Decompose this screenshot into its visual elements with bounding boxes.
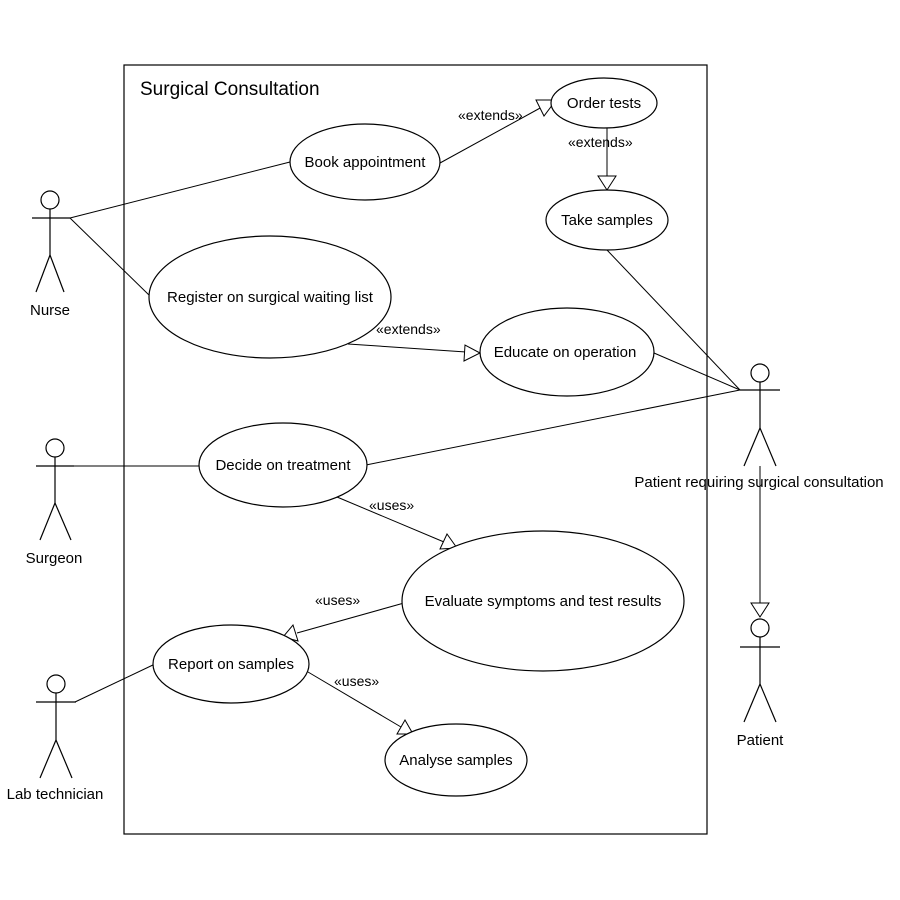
stereotype-extends-book-order: «extends» <box>458 107 523 123</box>
assoc-patient-take <box>606 249 741 391</box>
stick-figure-icon <box>36 674 76 779</box>
stick-figure-icon <box>740 363 780 467</box>
generalization-arrowhead <box>750 602 770 618</box>
use-case-label: Decide on treatment <box>215 457 351 474</box>
extends-book-order-line <box>439 106 543 164</box>
assoc-lab-report <box>74 663 156 703</box>
assoc-patient-educate <box>653 352 741 391</box>
actor-patient[interactable]: Patient <box>737 618 785 749</box>
use-case-book-appointment[interactable]: Book appointment <box>289 123 441 201</box>
use-case-label: Register on surgical waiting list <box>167 289 374 306</box>
assoc-nurse-book <box>69 161 291 219</box>
use-case-label: Report on samples <box>168 656 294 673</box>
extends-register-educate-arrowhead <box>463 344 482 362</box>
uses-decide-evaluate-line <box>336 496 445 543</box>
assoc-nurse-register <box>69 217 151 297</box>
actor-patient-requiring-consultation[interactable]: Patient requiring surgical consultation <box>634 363 884 491</box>
extends-order-take-arrowhead <box>597 175 617 191</box>
actor-nurse[interactable]: Nurse <box>30 190 70 319</box>
use-case-analyse-samples[interactable]: Analyse samples <box>384 723 528 797</box>
use-case-label: Book appointment <box>305 154 427 171</box>
use-case-take-samples[interactable]: Take samples <box>545 189 669 251</box>
use-case-evaluate-symptoms[interactable]: Evaluate symptoms and test results <box>401 530 685 672</box>
extends-register-educate-line <box>347 343 467 353</box>
uses-report-analyse-line <box>307 671 402 728</box>
actor-lab-technician[interactable]: Lab technician <box>7 674 104 803</box>
stereotype-uses-report-analyse: «uses» <box>334 673 379 689</box>
use-case-decide-treatment[interactable]: Decide on treatment <box>198 422 368 508</box>
stick-figure-icon <box>32 190 70 293</box>
stereotype-extends-register-educate: «extends» <box>376 321 441 337</box>
actor-label: Patient <box>737 732 785 749</box>
stereotype-uses-evaluate-report: «uses» <box>315 592 360 608</box>
actor-label: Surgeon <box>26 550 83 567</box>
use-case-educate-operation[interactable]: Educate on operation <box>479 307 655 397</box>
uses-report-analyse-arrowhead <box>396 718 414 735</box>
stereotype-extends-order-take: «extends» <box>568 134 633 150</box>
stick-figure-icon <box>740 618 780 723</box>
use-case-register-waiting-list[interactable]: Register on surgical waiting list <box>148 235 392 359</box>
system-title: Surgical Consultation <box>140 79 320 100</box>
actor-label: Patient requiring surgical consultation <box>634 474 883 491</box>
use-case-label: Evaluate symptoms and test results <box>425 593 662 610</box>
use-case-label: Analyse samples <box>399 752 512 769</box>
use-case-label: Educate on operation <box>494 344 637 361</box>
use-case-report-samples[interactable]: Report on samples <box>152 624 310 704</box>
actor-surgeon[interactable]: Surgeon <box>26 438 83 567</box>
actor-label: Lab technician <box>7 786 104 803</box>
use-case-order-tests[interactable]: Order tests <box>550 77 658 129</box>
uses-evaluate-report-line <box>296 602 405 634</box>
use-case-label: Take samples <box>561 212 653 229</box>
actor-label: Nurse <box>30 302 70 319</box>
stereotype-uses-decide-evaluate: «uses» <box>369 497 414 513</box>
assoc-patient-decide <box>365 389 741 466</box>
use-case-label: Order tests <box>567 95 641 112</box>
stick-figure-icon <box>36 438 74 541</box>
